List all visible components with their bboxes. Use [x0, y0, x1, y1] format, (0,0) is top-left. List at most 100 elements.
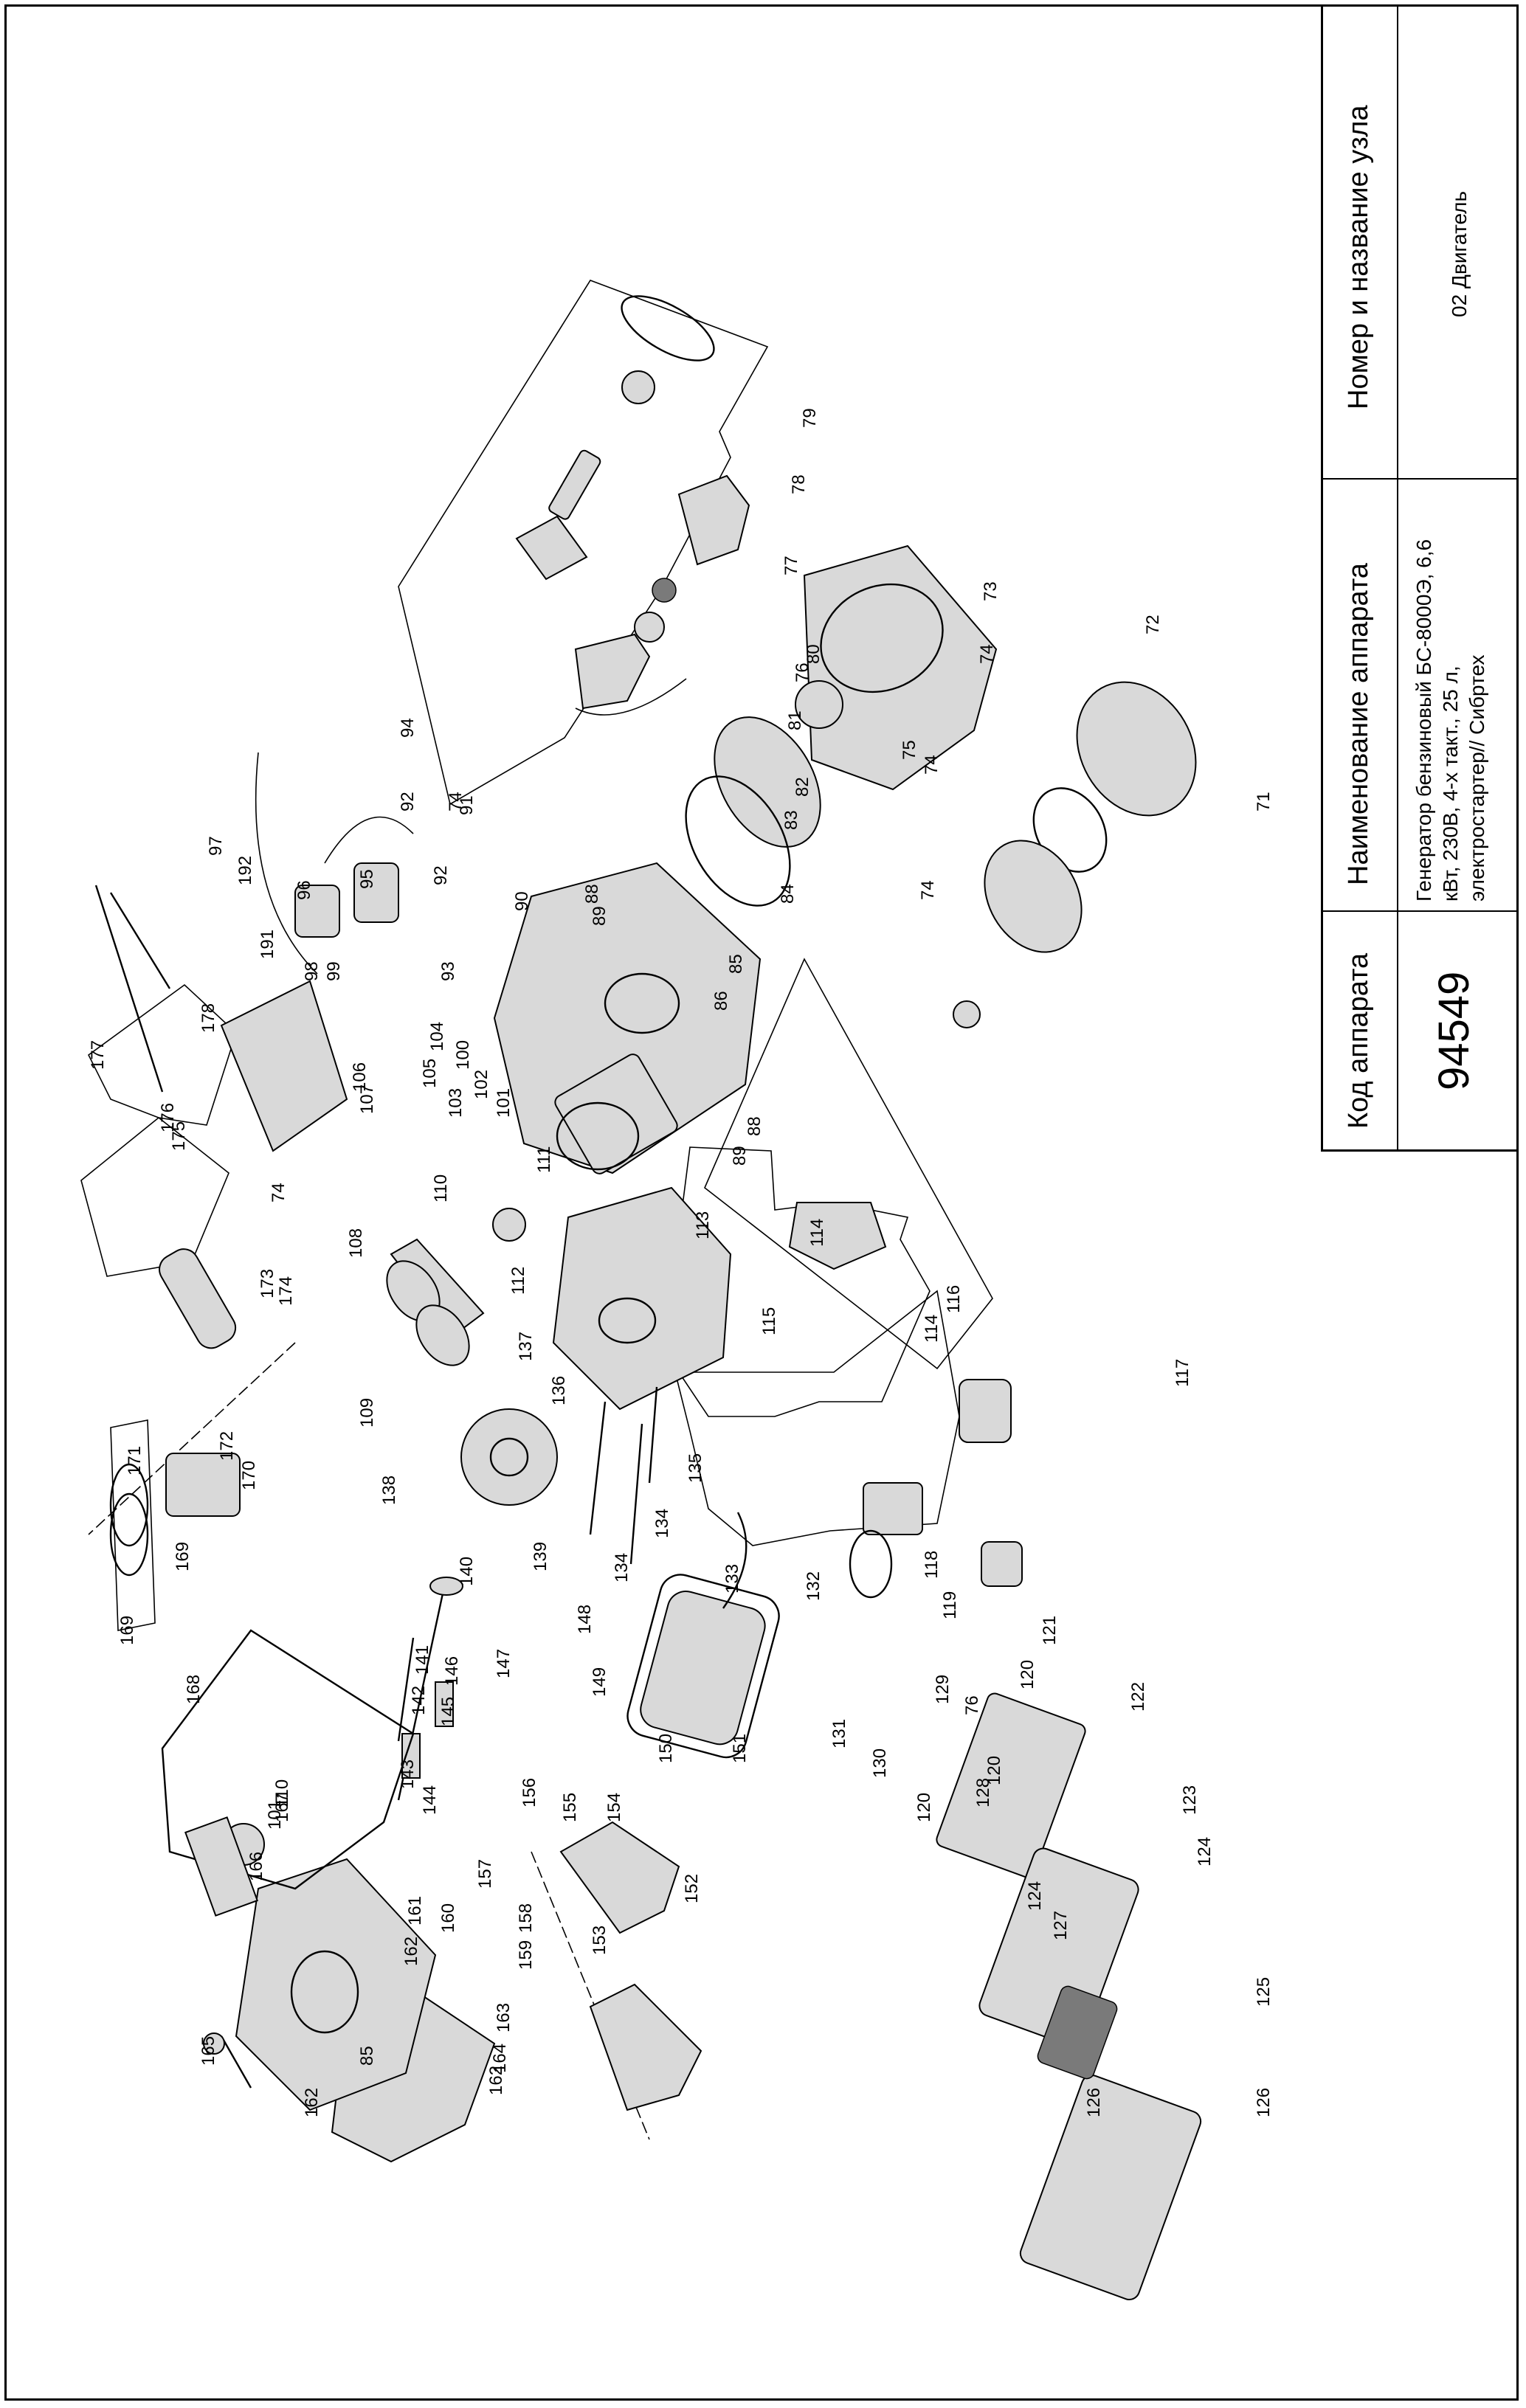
- part-number-label: 154: [604, 1793, 624, 1822]
- part-number-label: 127: [1051, 1911, 1071, 1940]
- part-number-label: 113: [693, 1211, 713, 1239]
- part-number-label: 126: [1084, 2088, 1104, 2117]
- title-block-border-left: [1321, 4, 1323, 1151]
- part-number-label: 107: [357, 1084, 377, 1114]
- part-number-label: 88: [745, 1116, 764, 1136]
- breather-tube: [722, 1512, 748, 1609]
- unit-value: 02 Двигатель: [1448, 190, 1471, 317]
- part-number-label: 95: [357, 869, 377, 889]
- part-number-label: 108: [346, 1228, 366, 1258]
- valve-spring-exhaust: [435, 1681, 454, 1727]
- part-number-label: 93: [438, 961, 458, 981]
- connecting-rod: [159, 1248, 237, 1349]
- part-number-label: 89: [590, 906, 610, 926]
- part-number-label: 169: [117, 1616, 137, 1645]
- part-number-label: 165: [198, 2036, 218, 2066]
- starter-ring-gear: [621, 295, 715, 361]
- camshaft-gear: [460, 1408, 558, 1506]
- part-number-label: 162: [302, 2088, 322, 2117]
- part-number-label: 167: [272, 1793, 292, 1822]
- part-number-label: 86: [711, 991, 731, 1011]
- part-number-label: 178: [198, 1003, 218, 1033]
- drawing-frame: [4, 4, 1519, 2401]
- part-number-label: 120: [1018, 1660, 1038, 1689]
- part-number-label: 161: [405, 1896, 425, 1926]
- part-number-label: 139: [531, 1542, 550, 1571]
- part-number-label: 148: [575, 1605, 595, 1634]
- part-number-label: 100: [453, 1040, 473, 1070]
- part-number-label: 92: [431, 865, 451, 885]
- part-number-label: 146: [442, 1656, 462, 1686]
- part-number-label: 103: [446, 1088, 466, 1118]
- part-number-label: 174: [276, 1276, 296, 1306]
- part-number-label: 121: [1040, 1616, 1060, 1645]
- part-number-label: 83: [781, 810, 801, 830]
- recoil-starter-group-outline: [704, 958, 993, 1370]
- exhaust-pipe: [589, 1983, 702, 2111]
- part-number-label: 110: [431, 1174, 451, 1203]
- part-number-label: 162: [401, 1937, 421, 1966]
- part-number-label: 191: [258, 930, 277, 959]
- part-number-label: 142: [409, 1686, 429, 1715]
- title-block-border-bottom: [1321, 1149, 1519, 1152]
- part-number-label: 74: [446, 792, 466, 812]
- part-number-label: 99: [324, 961, 344, 981]
- part-number-label: 84: [778, 884, 798, 904]
- part-number-label: 76: [793, 662, 812, 682]
- starter-motor-body: [677, 474, 750, 566]
- part-number-label: 132: [804, 1571, 824, 1601]
- part-number-label: 74: [918, 880, 938, 900]
- starter-cup: [795, 680, 843, 729]
- part-number-label: 137: [516, 1332, 536, 1361]
- part-number-label: 76: [962, 1695, 982, 1715]
- main-bearing: [492, 1208, 526, 1242]
- part-number-label: 97: [206, 836, 226, 856]
- valve-cover: [640, 1591, 766, 1746]
- part-number-label: 75: [900, 740, 919, 760]
- part-number-label: 171: [125, 1446, 145, 1475]
- part-number-label: 96: [294, 880, 314, 900]
- exhaust-gasket: [559, 1821, 680, 1934]
- part-number-label: 85: [726, 954, 746, 974]
- part-number-label: 125: [1254, 1977, 1274, 2007]
- foam-element: [1037, 1985, 1118, 2080]
- flywheel: [685, 775, 791, 907]
- part-number-label: 128: [973, 1778, 993, 1807]
- part-number-label: 91: [457, 795, 477, 815]
- part-number-label: 131: [829, 1719, 849, 1748]
- part-number-label: 82: [793, 777, 812, 797]
- part-number-label: 98: [302, 961, 322, 981]
- part-number-label: 123: [1180, 1785, 1200, 1815]
- starter-pinion: [621, 370, 655, 404]
- part-number-label: 89: [730, 1146, 750, 1166]
- part-number-label: 129: [933, 1675, 953, 1704]
- air-filter-base: [936, 1692, 1086, 1878]
- title-block-row-line-1: [1321, 910, 1519, 912]
- part-number-label: 78: [789, 474, 809, 494]
- part-number-label: 177: [88, 1040, 108, 1070]
- carburetor-link-group-outline: [663, 1146, 931, 1417]
- cylinder-fins: [554, 1054, 678, 1174]
- part-number-label: 102: [472, 1070, 491, 1099]
- part-number-label: 149: [590, 1667, 610, 1697]
- part-number-labels: 7172737474747474757676777879808182838485…: [88, 408, 1274, 2117]
- part-number-label: 150: [656, 1734, 676, 1763]
- part-number-label: 145: [438, 1697, 458, 1726]
- name-value-line-3: электростартер// Сибртех: [1465, 654, 1488, 902]
- part-number-label: 101: [265, 1800, 285, 1830]
- part-number-label: 90: [512, 891, 532, 911]
- part-number-label: 155: [560, 1793, 580, 1822]
- part-number-label: 114: [922, 1315, 942, 1343]
- recoil-pulley: [984, 840, 1083, 953]
- blower-housing: [803, 544, 998, 791]
- part-number-label: 120: [984, 1756, 1004, 1785]
- part-number-label: 136: [549, 1376, 569, 1405]
- part-number-label: 74: [922, 755, 942, 775]
- part-number-label: 141: [412, 1645, 432, 1675]
- part-number-label: 166: [246, 1852, 266, 1881]
- part-number-label: 94: [398, 718, 418, 738]
- part-number-label: 72: [1143, 615, 1163, 634]
- part-number-label: 105: [420, 1059, 440, 1088]
- air-filter-cover: [1019, 2075, 1202, 2300]
- part-number-label: 71: [1254, 792, 1274, 812]
